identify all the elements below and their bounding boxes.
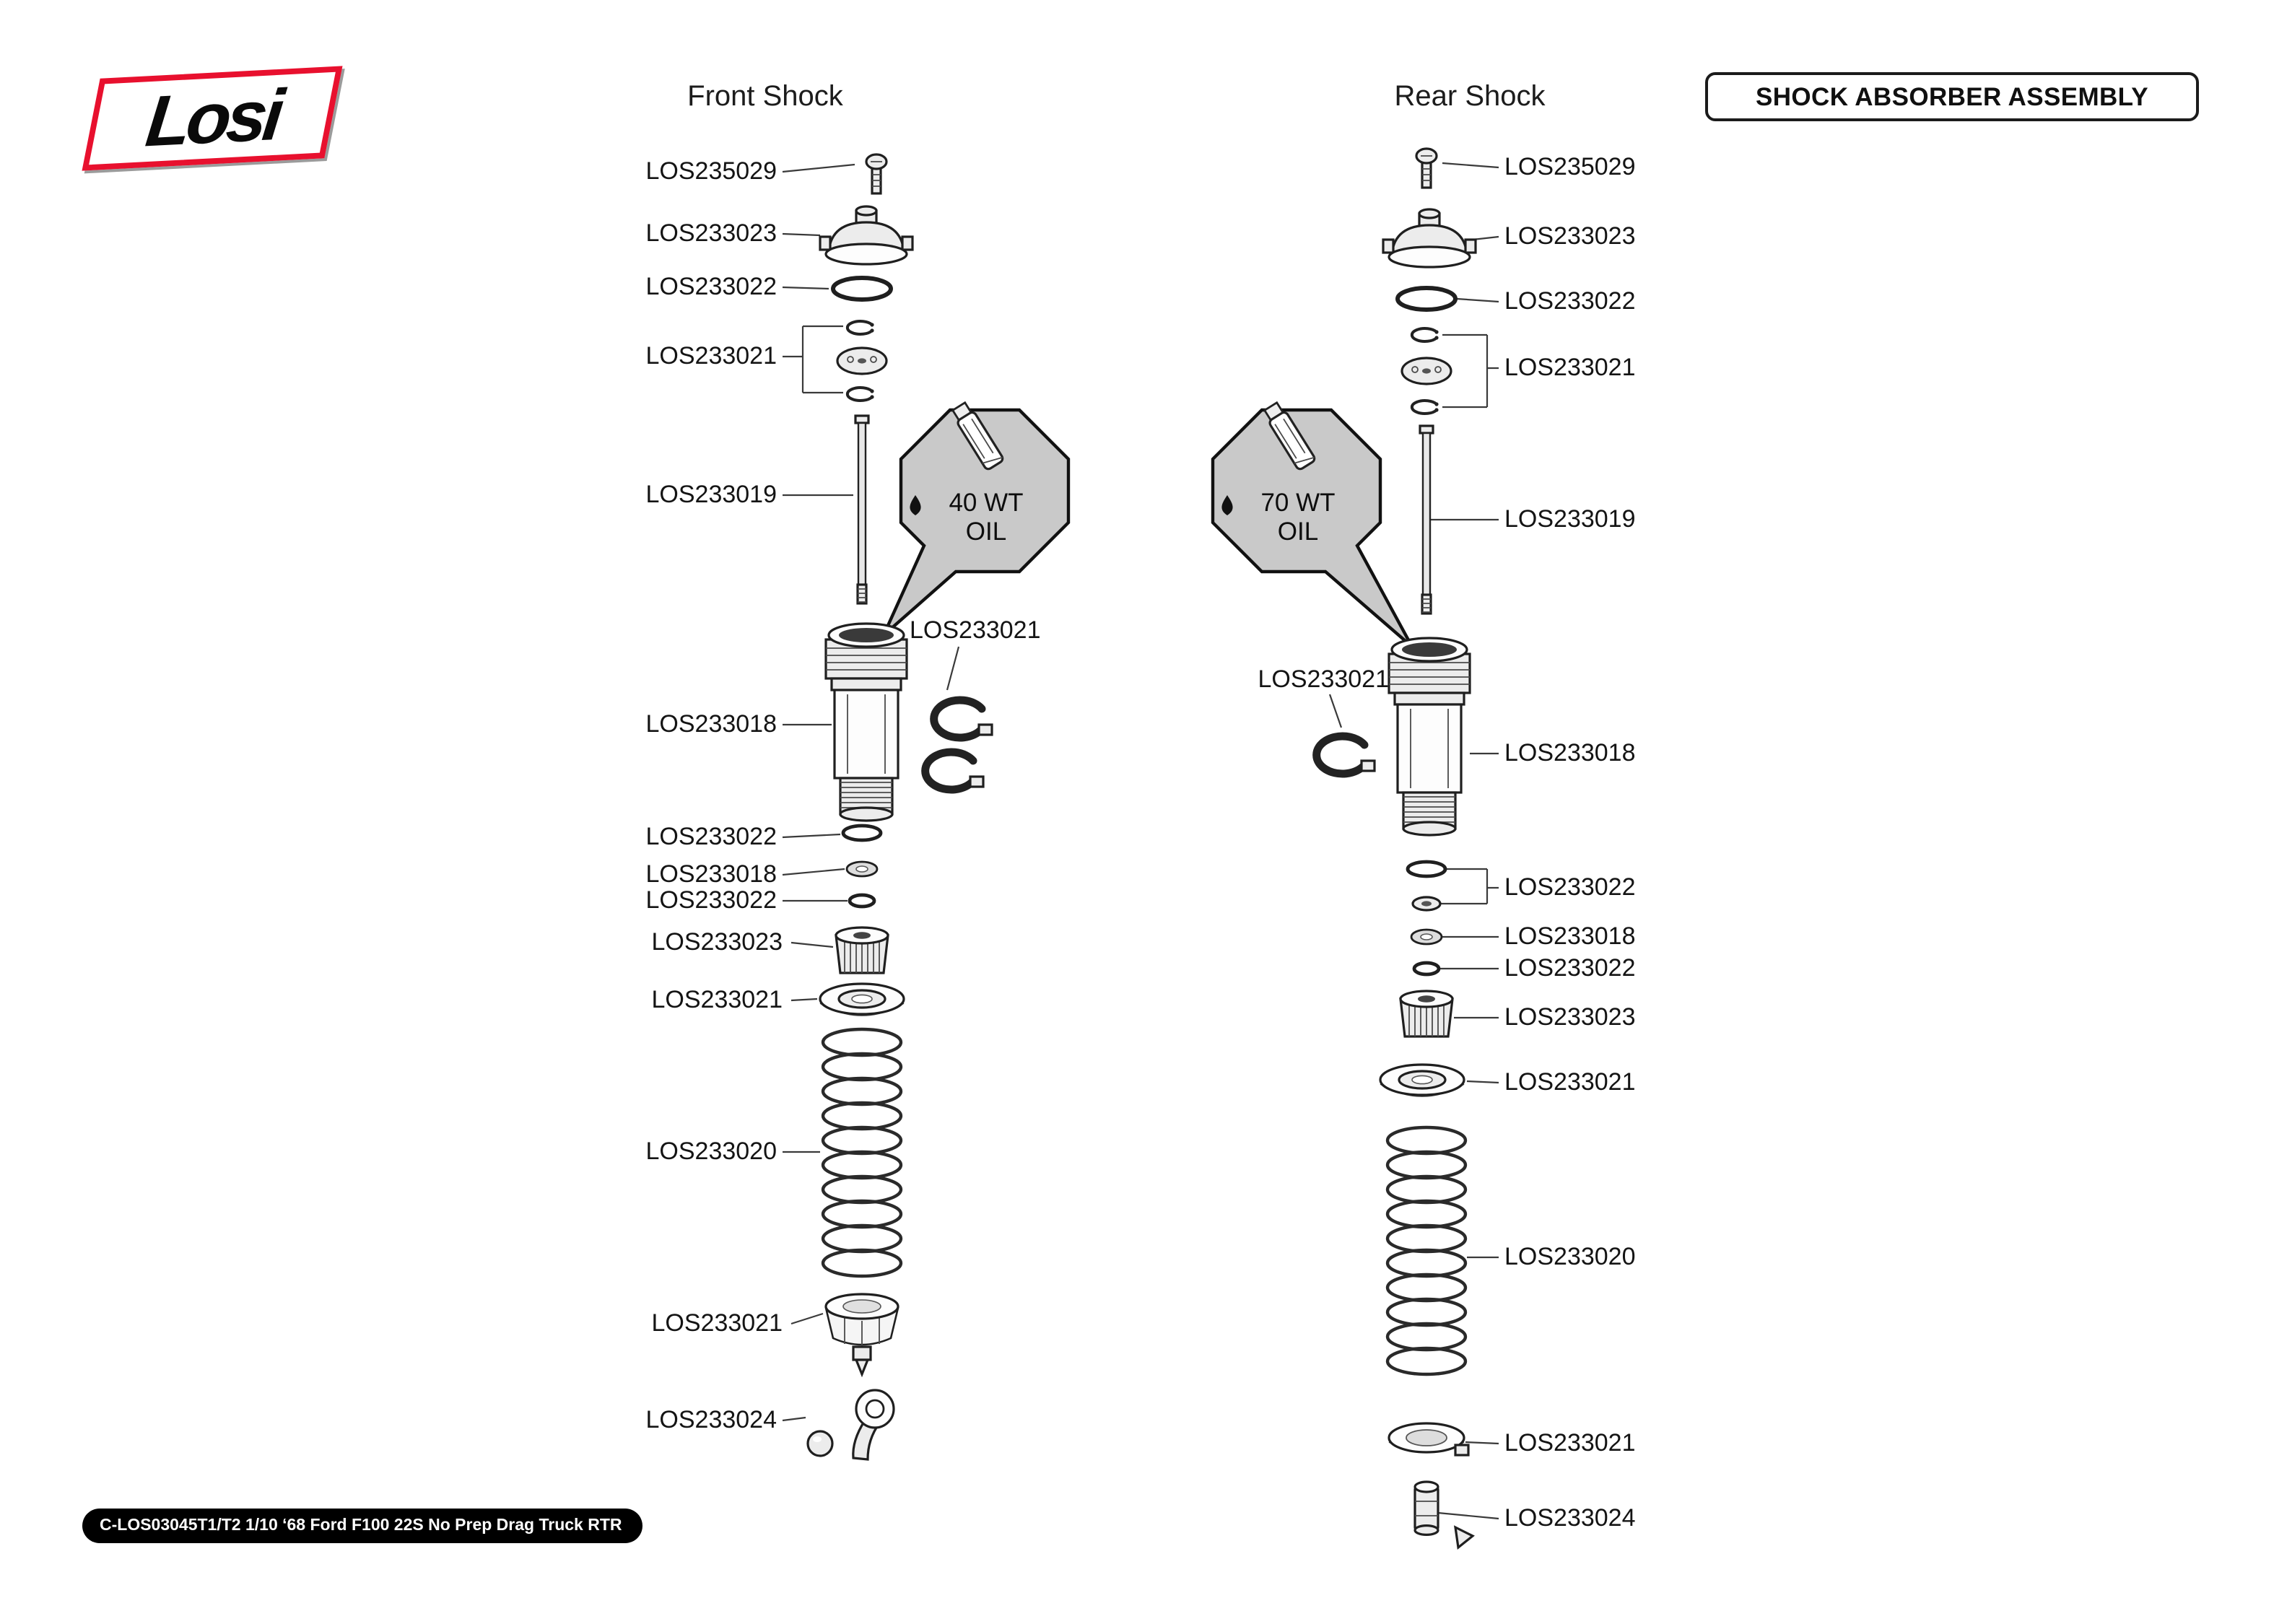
part-label: LOS233022 [645, 823, 777, 850]
rear-piston [1400, 357, 1452, 385]
part-label: LOS233021 [910, 616, 1041, 644]
front-shock-drawing [806, 153, 992, 1461]
part-label: LOS233021 [1258, 665, 1390, 693]
rear-cap-nut [1399, 990, 1454, 1038]
front-piston [836, 346, 888, 375]
front-oil-callout-text: 40 WT OIL [908, 488, 1064, 546]
front-cap-nut [835, 926, 889, 974]
part-label: LOS233021 [651, 986, 783, 1013]
part-label: LOS233020 [645, 1138, 777, 1165]
part-label: LOS233023 [1504, 222, 1636, 250]
part-label: LOS233021 [1504, 1429, 1636, 1457]
rear-spring [1388, 1127, 1465, 1374]
front-oring-xs [850, 895, 874, 907]
part-label: LOS233018 [645, 860, 777, 888]
losi-logo-text: Losi [141, 74, 283, 162]
part-label: LOS233019 [1504, 505, 1636, 533]
rear-spring-cup [1379, 1063, 1465, 1098]
front-washer [845, 860, 879, 878]
part-label: LOS233020 [1504, 1243, 1636, 1270]
front-oil-callout-shape [881, 400, 1071, 637]
rear-screw [1415, 147, 1438, 189]
rear-oring-md [1408, 862, 1445, 876]
front-preload-clip-2 [925, 752, 983, 790]
part-label: LOS233022 [1504, 873, 1636, 901]
part-label: LOS235029 [645, 157, 777, 185]
part-label: LOS233019 [645, 481, 777, 508]
part-label: LOS233018 [645, 710, 777, 738]
front-screw [865, 153, 888, 195]
footer-part-number: C-LOS03045T1/T2 1/10 ‘68 Ford F100 22S N… [82, 1509, 642, 1543]
rear-oil-line2: OIL [1277, 517, 1319, 546]
part-label: LOS235029 [1504, 153, 1636, 180]
front-shaft [854, 414, 870, 605]
front-eclip-bottom [845, 386, 876, 402]
part-label: LOS233023 [1504, 1003, 1636, 1031]
rear-oring [1398, 288, 1455, 310]
front-oil-line1: 40 WT [949, 488, 1024, 517]
rear-preload-clip [1317, 736, 1375, 774]
part-label: LOS233022 [1504, 287, 1636, 315]
part-label: LOS233023 [645, 219, 777, 247]
front-spring-cup [819, 982, 905, 1017]
rear-eclip-top [1410, 327, 1440, 343]
part-label: LOS233023 [651, 928, 783, 956]
part-label: LOS233024 [645, 1406, 777, 1433]
front-spring [823, 1029, 901, 1276]
front-rod-end [806, 1389, 895, 1461]
losi-logo: Losi [82, 66, 343, 171]
rear-seal [1411, 896, 1442, 912]
rear-shock-drawing [1317, 147, 1477, 1549]
rear-eclip-bottom [1410, 399, 1440, 415]
part-label: LOS233024 [1504, 1504, 1636, 1532]
part-label: LOS233021 [645, 342, 777, 370]
rear-shock-title: Rear Shock [1394, 81, 1546, 113]
part-label: LOS233021 [1504, 354, 1636, 381]
front-oring [833, 278, 891, 300]
front-shock-title: Front Shock [687, 81, 843, 113]
front-spring-retainer [824, 1293, 899, 1376]
part-label: LOS233021 [1504, 1068, 1636, 1096]
part-label: LOS233018 [1504, 922, 1636, 950]
front-preload-clip-1 [934, 700, 992, 738]
rear-oil-callout-text: 70 WT OIL [1220, 488, 1376, 546]
part-label: LOS233022 [1504, 954, 1636, 982]
part-label: LOS233018 [1504, 739, 1636, 767]
rear-cap [1382, 208, 1477, 269]
rear-spring-retainer [1388, 1422, 1470, 1457]
part-label: LOS233021 [651, 1309, 783, 1337]
part-label: LOS233022 [645, 886, 777, 914]
front-eclip-top [845, 320, 876, 336]
front-cap [819, 205, 914, 266]
front-leader-lines [782, 163, 960, 1422]
part-label: LOS233022 [645, 273, 777, 300]
rear-body [1388, 637, 1471, 837]
assembly-title-box: SHOCK ABSORBER ASSEMBLY [1705, 72, 2199, 121]
rear-oil-line1: 70 WT [1260, 488, 1336, 517]
front-oring-md [843, 826, 881, 840]
front-oil-line2: OIL [965, 517, 1007, 546]
rear-leader-lines [1328, 162, 1499, 1520]
front-body [824, 622, 908, 822]
rear-washer [1410, 928, 1443, 946]
rear-oring-xs [1414, 963, 1439, 974]
